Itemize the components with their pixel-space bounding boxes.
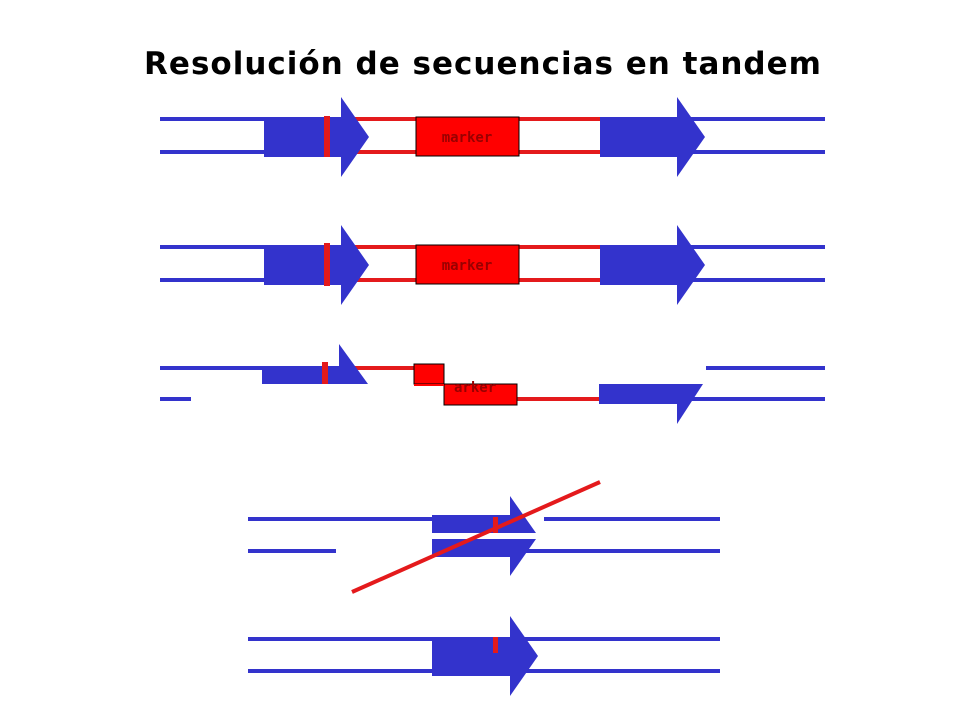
marker-label: marker [442,130,493,146]
marker-box [415,244,520,285]
repeat-arrow-icon [264,225,369,305]
repeat-arrow-icon [262,344,368,384]
stage-1-integrated: marker [160,97,825,177]
marker-box-bottom-part [443,383,518,406]
stage-3-crossover: arker [160,344,825,424]
repeat-arrow-icon [600,225,705,305]
mutation-tick-icon [324,116,330,157]
marker-label: marker [442,258,493,274]
repeat-arrow-icon [599,384,703,424]
mutation-tick-icon [493,517,498,533]
marker-box [415,116,520,157]
marker-label-partial: arker [454,380,496,396]
marker-box-gap [414,384,444,386]
marker-box-top-part [413,363,445,385]
repeat-arrow-icon [264,97,369,177]
repeat-arrow-icon [432,496,536,533]
stage-5-resolved [248,616,720,696]
mutation-tick-icon [322,362,328,384]
mutation-tick-icon [493,637,498,653]
stage-2-aligned: marker [160,225,825,305]
stage-4-excision [248,480,720,594]
repeat-arrow-icon [600,97,705,177]
repeat-arrow-icon [432,616,538,696]
repeat-arrow-icon [432,539,536,576]
page-title: Resolución de secuencias en tandem [144,46,822,82]
mutation-tick-icon [324,243,330,286]
excised-plasmid-strand [351,480,601,594]
